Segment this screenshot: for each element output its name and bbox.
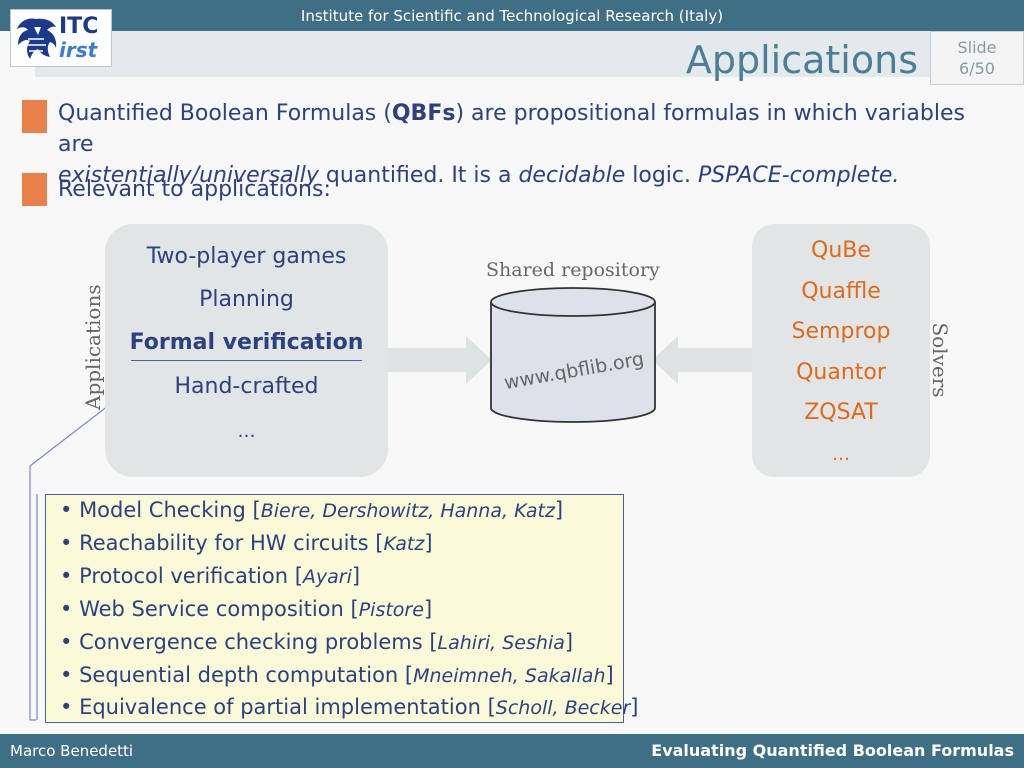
footer-title: Evaluating Quantified Boolean Formulas	[651, 741, 1014, 760]
reference-bracket-close: ]	[554, 498, 564, 522]
reference-item: • Sequential depth computation [Mneimneh…	[60, 663, 614, 687]
reference-bracket-close: ]	[424, 531, 433, 555]
header-bar: Institute for Scientific and Technologic…	[0, 0, 1024, 31]
reference-authors: Scholl, Becker	[495, 697, 631, 719]
arrow-left	[652, 336, 752, 384]
institute-title: Institute for Scientific and Technologic…	[300, 7, 724, 25]
emphasis-quantified: existentially/universally	[58, 163, 319, 188]
reference-authors: Pistore	[358, 599, 424, 621]
database-cylinder-icon	[490, 287, 656, 423]
reference-text: Sequential depth computation [	[79, 663, 414, 687]
reference-text: Equivalence of partial implementation [	[79, 695, 496, 719]
reference-authors: Biere, Dershowitz, Hanna, Katz	[260, 500, 555, 522]
reference-text: Reachability for HW circuits [	[79, 531, 384, 555]
slide-number: 6/50	[959, 59, 995, 78]
reference-item: • Convergence checking problems [Lahiri,…	[60, 630, 574, 654]
application-item-formal-verification: Formal verification	[129, 330, 364, 355]
reference-item: • Web Service composition [Pistore]	[60, 597, 433, 621]
solver-item: Semprop	[791, 319, 891, 344]
arrow-right	[388, 336, 492, 384]
slide-title: Applications	[685, 38, 918, 82]
reference-item: • Reachability for HW circuits [Katz]	[60, 531, 433, 555]
reference-bracket-close: ]	[630, 695, 639, 719]
application-item-ellipsis: …	[237, 421, 256, 442]
eagle-logo-icon	[17, 18, 57, 59]
solvers-box: QuBe Quaffle Semprop Quantor ZQSAT …	[752, 224, 930, 477]
reference-authors: Mneimneh, Sakallah	[413, 665, 606, 687]
application-item: Planning	[199, 287, 294, 312]
bullet-marker	[22, 173, 47, 206]
bullet-text-part: Quantified Boolean Formulas (	[58, 101, 392, 126]
solvers-vertical-label: Solvers	[928, 322, 952, 398]
emphasis-decidable: decidable	[518, 163, 626, 188]
footer-bar: Marco Benedetti Evaluating Quantified Bo…	[0, 734, 1024, 768]
slide-counter: Slide 6/50	[930, 31, 1024, 85]
repository-label: Shared repository	[486, 259, 660, 281]
bullet-qbf-definition: Quantified Boolean Formulas (QBFs) are p…	[58, 98, 998, 191]
reference-authors: Katz	[383, 533, 425, 555]
reference-text: Convergence checking problems [	[79, 630, 438, 654]
reference-item: • Protocol verification [Ayari]	[60, 564, 361, 588]
solver-item-ellipsis: …	[832, 444, 850, 465]
reference-item: • Equivalence of partial implementation …	[60, 695, 639, 719]
emphasis-pspace: PSPACE-complete.	[697, 163, 900, 188]
references-box: • Model Checking [Biere, Dershowitz, Han…	[45, 494, 638, 723]
logo-text-irst: irst	[59, 38, 98, 62]
reference-text: Web Service composition [	[79, 597, 359, 621]
reference-text: Model Checking [	[79, 498, 261, 522]
logo-text-itc: ITC	[59, 14, 99, 39]
solver-item: ZQSAT	[804, 400, 878, 425]
qbfs-term: QBFs	[391, 101, 456, 126]
bullet-marker	[22, 100, 47, 133]
itc-irst-logo: ITC irst	[10, 9, 112, 67]
reference-authors: Ayari	[302, 566, 352, 588]
bullet-relevant: Relevant to applications:	[58, 177, 331, 202]
application-item: Two-player games	[146, 244, 347, 269]
reference-authors: Lahiri, Seshia	[437, 632, 565, 654]
footer-author: Marco Benedetti	[10, 742, 134, 760]
applications-box: Two-player games Planning Formal verific…	[105, 224, 388, 477]
reference-text: Protocol verification [	[79, 564, 303, 588]
reference-bracket-close: ]	[605, 663, 614, 687]
connector-bracket	[29, 466, 36, 721]
bullet-text-part: ) are propositional formulas in which va…	[58, 101, 965, 157]
slide-label: Slide	[957, 38, 997, 57]
reference-bracket-close: ]	[564, 630, 574, 654]
solver-item: QuBe	[811, 238, 871, 263]
reference-bracket-close: ]	[351, 564, 361, 588]
reference-item: • Model Checking [Biere, Dershowitz, Han…	[60, 498, 564, 522]
bullet-text-part: quantified. It is a	[318, 163, 519, 188]
bullet-text-part: logic.	[625, 163, 698, 188]
title-band	[35, 31, 1024, 77]
application-item: Hand-crafted	[174, 374, 319, 399]
solver-item: Quantor	[796, 360, 886, 385]
solver-item: Quaffle	[801, 279, 881, 304]
reference-bracket-close: ]	[423, 597, 433, 621]
applications-vertical-label: Applications	[81, 284, 105, 410]
underline-divider	[131, 360, 362, 361]
